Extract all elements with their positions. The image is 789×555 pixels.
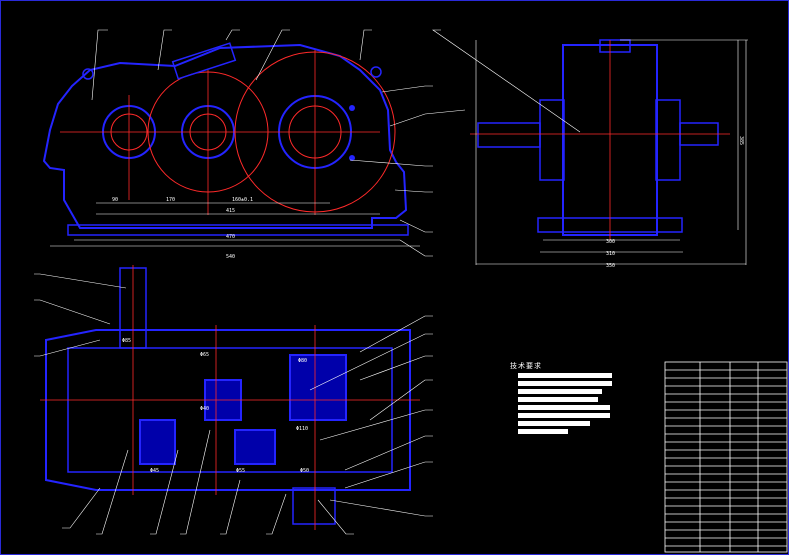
top-output-shaft <box>292 487 336 525</box>
tech-line-6 <box>518 413 610 418</box>
dim-side-1: 300 <box>606 239 615 245</box>
tech-line-2 <box>518 381 612 386</box>
dim-side-2: 310 <box>606 251 615 257</box>
tech-line-8 <box>518 429 568 434</box>
tech-line-3 <box>518 389 602 394</box>
tech-line-5 <box>518 405 610 410</box>
side-dimension-text: 300 310 350 385 <box>606 136 744 269</box>
front-housing-outline <box>42 43 408 229</box>
dim-top-5: Φ40 <box>200 406 209 412</box>
dim-side-3: 350 <box>606 263 615 269</box>
tech-line-7 <box>518 421 590 426</box>
dim-top-8: Φ55 <box>236 468 245 474</box>
dim-front-6: 540 <box>226 254 235 260</box>
big-gear <box>289 354 347 421</box>
dim-front-3: 160±0.1 <box>232 197 253 203</box>
dim-top-3: Φ80 <box>298 358 307 364</box>
top-view <box>40 265 420 530</box>
dim-front-4: 415 <box>226 208 235 214</box>
dim-top-6: Φ50 <box>300 468 309 474</box>
dim-front-2: 170 <box>166 197 175 203</box>
dim-front-1: 90 <box>112 197 118 203</box>
tech-line-1 <box>518 373 612 378</box>
technical-requirements-title: 技术要求 <box>510 362 542 370</box>
dim-top-7: Φ45 <box>150 468 159 474</box>
dim-top-4: Φ110 <box>296 426 308 432</box>
leader-lines <box>34 29 581 535</box>
dim-front-5: 470 <box>226 234 235 240</box>
front-view <box>42 42 420 247</box>
top-dimension-text: Φ85 Φ65 Φ80 Φ110 Φ40 Φ50 Φ45 Φ55 <box>122 338 309 474</box>
dim-top-2: Φ65 <box>200 352 209 358</box>
top-housing <box>45 329 411 491</box>
input-shaft <box>477 122 541 148</box>
dim-top-1: Φ85 <box>122 338 131 344</box>
title-block <box>664 361 788 553</box>
front-dimension-text: 90 170 160±0.1 415 470 540 <box>112 197 253 260</box>
dim-side-4: 385 <box>738 136 744 145</box>
tech-line-4 <box>518 397 598 402</box>
front-base <box>67 224 409 236</box>
side-view <box>470 39 748 265</box>
